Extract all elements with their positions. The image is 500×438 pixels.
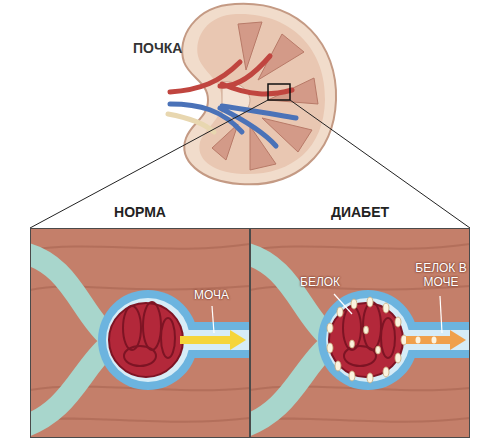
panel-box: ДИАБЕТ: [250, 228, 470, 438]
organ-label: ПОЧКА: [133, 40, 182, 56]
callout-label: МОЧА: [194, 289, 229, 303]
panel-heading: ДИАБЕТ: [251, 204, 469, 220]
callout-label: БЕЛОК: [300, 276, 340, 290]
callout-label: БЕЛОК В МОЧЕ: [410, 262, 472, 290]
panel-box: НОРМА: [30, 228, 250, 438]
panel-heading: НОРМА: [31, 204, 249, 220]
